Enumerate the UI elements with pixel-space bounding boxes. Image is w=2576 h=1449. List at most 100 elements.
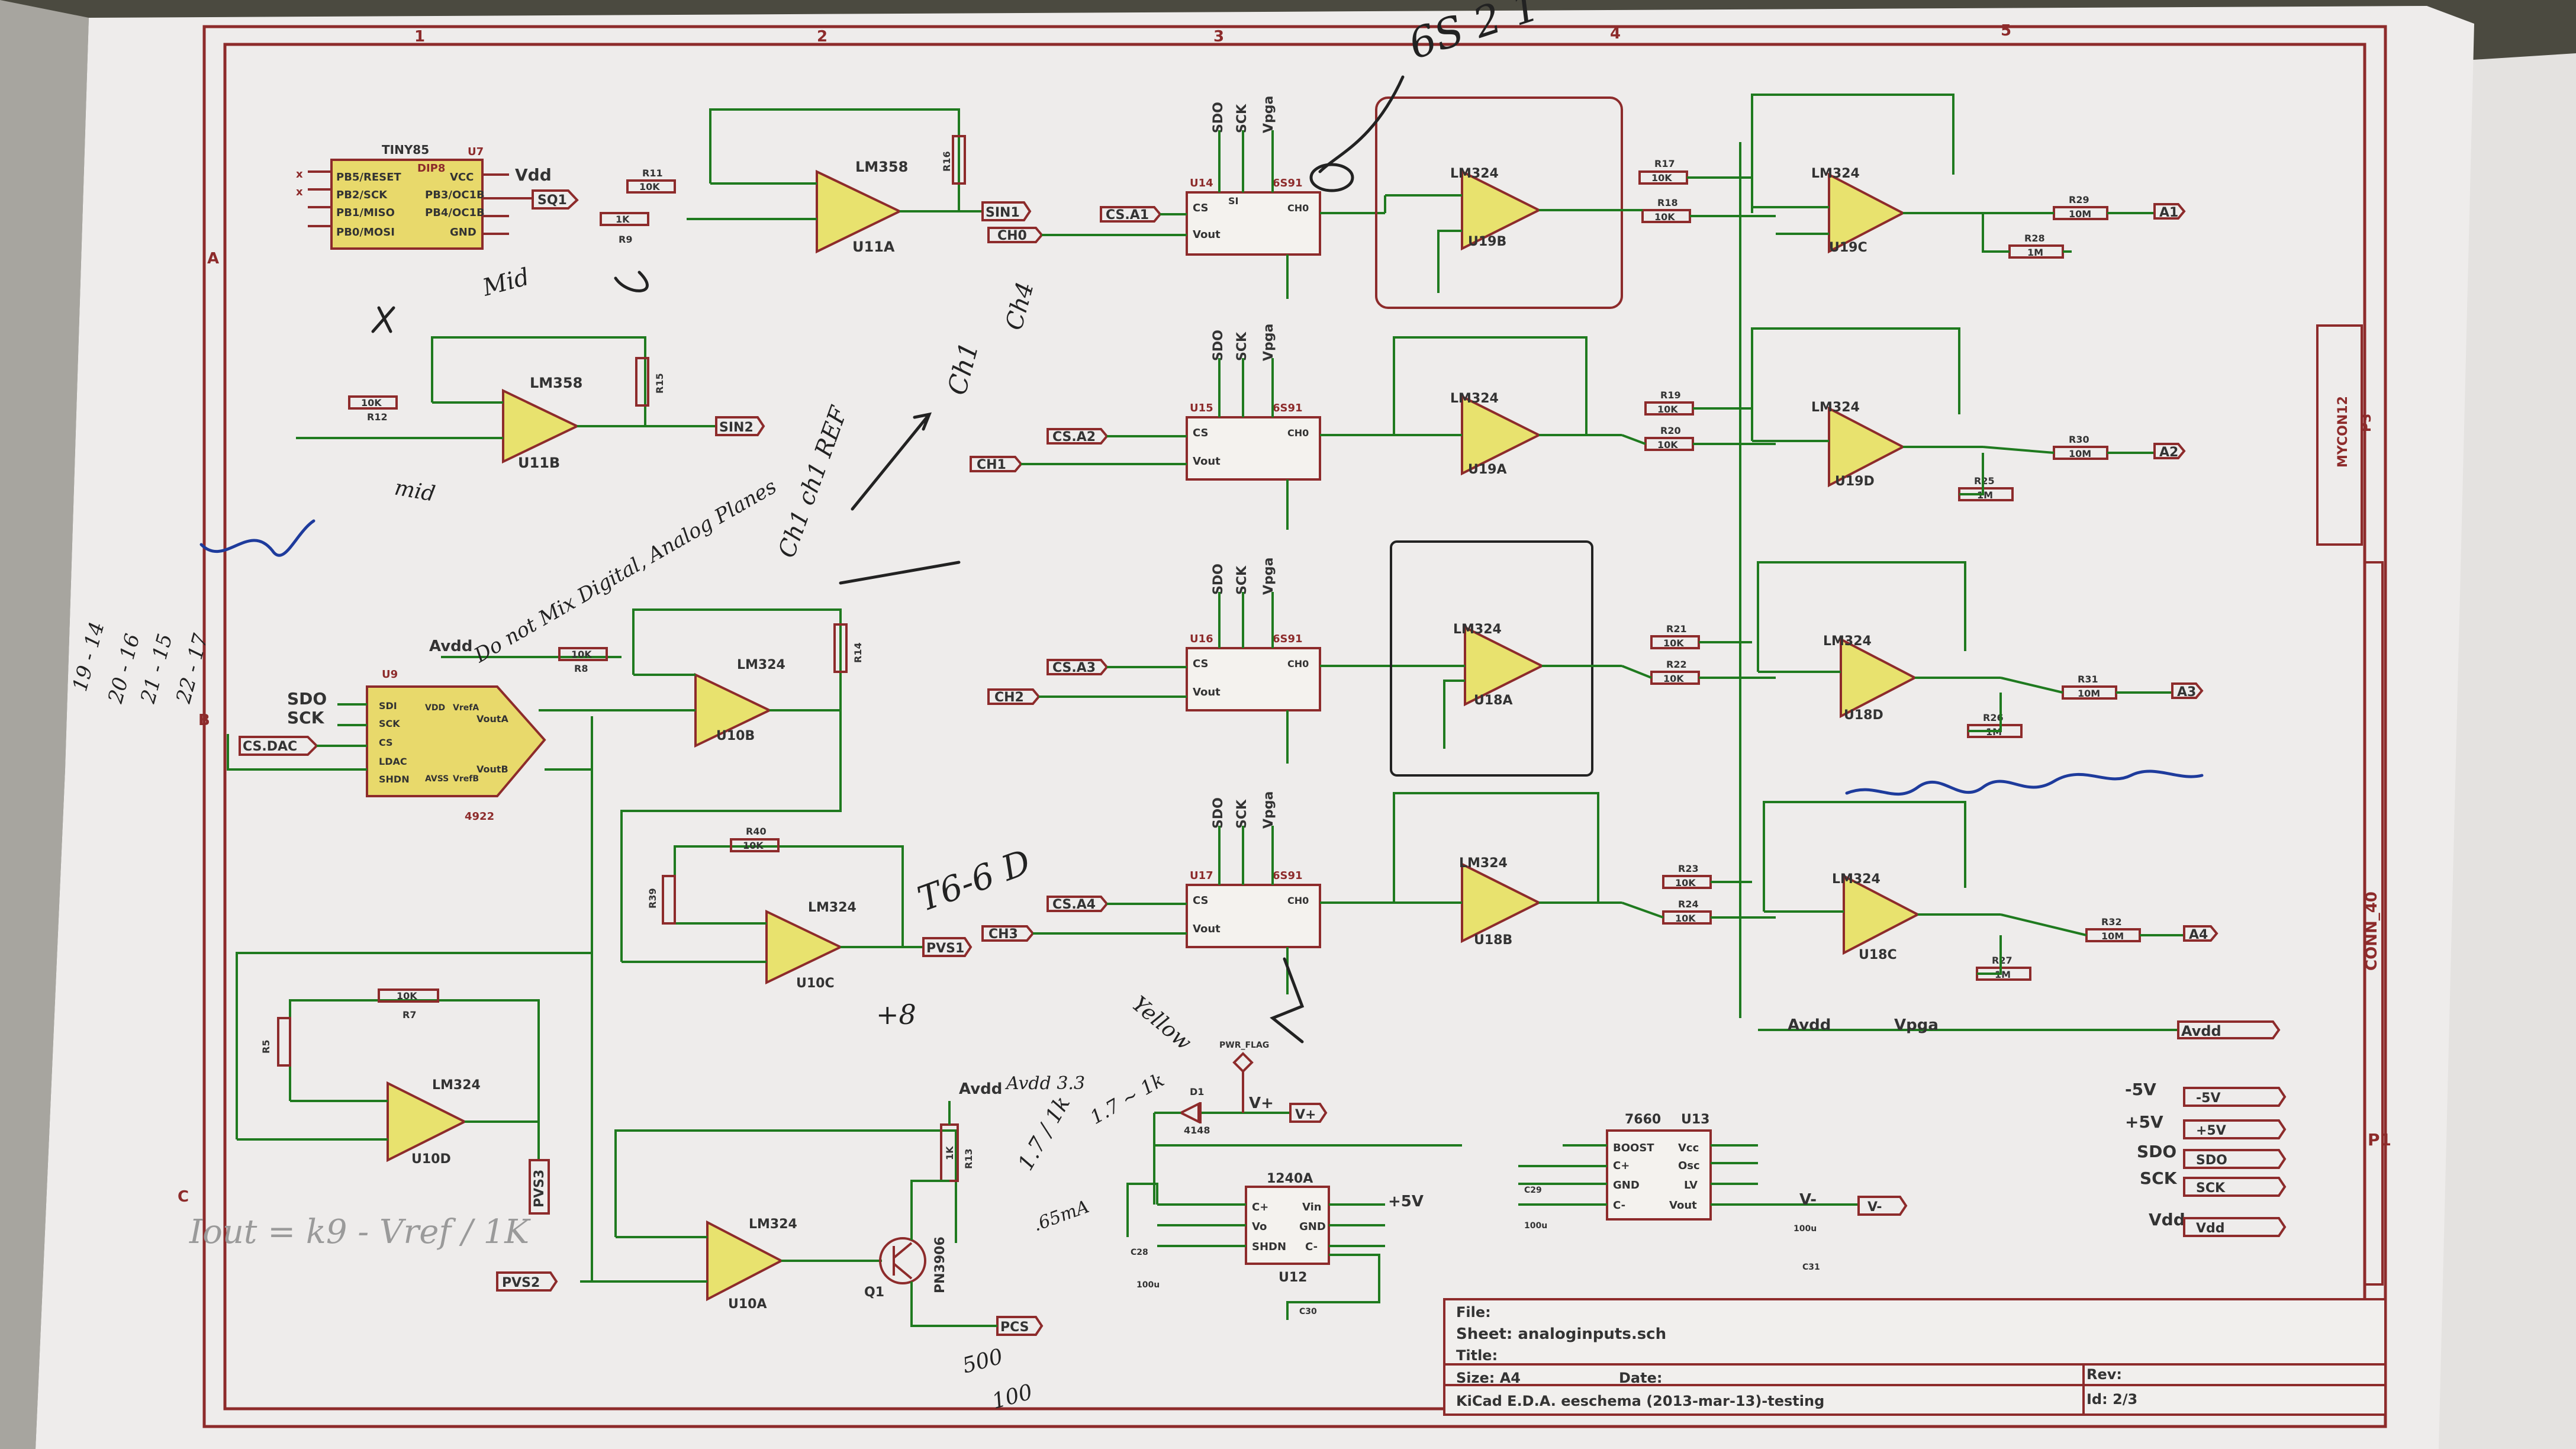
power-flags: -5V -5V +5V +5V SDO SDO SCK SCK Vdd Vdd bbox=[2125, 1080, 2287, 1237]
svg-text:Id: 2/3: Id: 2/3 bbox=[2086, 1391, 2137, 1408]
svg-text:V-: V- bbox=[1867, 1200, 1882, 1215]
svg-text:10K: 10K bbox=[1654, 211, 1675, 223]
svg-text:Sheet: analoginputs.sch: Sheet: analoginputs.sch bbox=[1456, 1325, 1666, 1343]
svg-text:10M: 10M bbox=[2069, 448, 2091, 459]
svg-text:SHDN: SHDN bbox=[1252, 1241, 1286, 1253]
opamp-u18d: LM324 U18D bbox=[1757, 561, 2001, 723]
svg-text:4922: 4922 bbox=[465, 810, 494, 823]
svg-text:A3: A3 bbox=[2177, 685, 2196, 700]
svg-text:PB2/SCK: PB2/SCK bbox=[336, 189, 388, 201]
svg-text:R14: R14 bbox=[852, 642, 864, 663]
svg-text:SDO: SDO bbox=[1211, 564, 1226, 595]
svg-text:SCK: SCK bbox=[1235, 565, 1250, 595]
svg-text:100u: 100u bbox=[1793, 1224, 1817, 1234]
svg-text:PVS3: PVS3 bbox=[532, 1170, 547, 1208]
svg-text:Size: A4: Size: A4 bbox=[1456, 1370, 1521, 1386]
svg-text:6S91: 6S91 bbox=[1273, 633, 1303, 645]
svg-text:VoutB: VoutB bbox=[476, 764, 508, 775]
svg-text:R5: R5 bbox=[260, 1040, 272, 1054]
svg-text:1K: 1K bbox=[944, 1146, 955, 1160]
svg-text:100u: 100u bbox=[1136, 1280, 1160, 1290]
svg-text:LM324: LM324 bbox=[1832, 872, 1881, 887]
svg-text:-5V: -5V bbox=[2196, 1091, 2220, 1106]
svg-text:Rev:: Rev: bbox=[2086, 1366, 2122, 1383]
pga-u15: U15 6S91 CS Vout CH0 CS.A2 CH1 SDO SCK V… bbox=[970, 324, 1394, 530]
opamp-u10c: LM324 U10C bbox=[620, 710, 923, 991]
svg-text:R24: R24 bbox=[1678, 899, 1699, 910]
svg-text:SCK: SCK bbox=[1235, 799, 1250, 829]
svg-text:V+: V+ bbox=[1249, 1094, 1274, 1112]
svg-text:Vpga: Vpga bbox=[1261, 324, 1276, 361]
svg-text:R27: R27 bbox=[1992, 955, 2012, 966]
svg-text:R30: R30 bbox=[2069, 434, 2089, 445]
svg-text:PVS1: PVS1 bbox=[926, 941, 964, 956]
svg-text:1M: 1M bbox=[1977, 490, 1993, 501]
svg-text:U18B: U18B bbox=[1474, 933, 1512, 948]
svg-text:LM324: LM324 bbox=[808, 900, 856, 915]
svg-text:10M: 10M bbox=[2101, 930, 2124, 942]
svg-text:3: 3 bbox=[1213, 28, 1224, 46]
svg-text:A1: A1 bbox=[2159, 205, 2178, 220]
svg-text:R21: R21 bbox=[1666, 623, 1687, 635]
svg-text:R16: R16 bbox=[941, 151, 952, 172]
svg-text:10K: 10K bbox=[639, 181, 660, 192]
svg-text:CS.DAC: CS.DAC bbox=[243, 739, 297, 754]
opamp-u18a: LM324 U18A bbox=[1390, 540, 1622, 777]
svg-text:CONN_40: CONN_40 bbox=[2363, 891, 2381, 971]
avdd-vpga-bus: Avdd Vpga Avdd bbox=[1758, 1016, 2281, 1039]
transistor-q1: Q1 PN3906 R13 1K Avdd bbox=[864, 1080, 1002, 1327]
svg-text:R28: R28 bbox=[2024, 233, 2045, 244]
svg-text:VCC: VCC bbox=[450, 171, 474, 183]
opamp-u18b: LM324 U18B bbox=[1393, 792, 1622, 948]
svg-text:LM324: LM324 bbox=[1450, 166, 1499, 181]
svg-text:R18: R18 bbox=[1657, 197, 1678, 208]
svg-text:SDO: SDO bbox=[1211, 797, 1226, 829]
svg-text:Osc: Osc bbox=[1678, 1160, 1700, 1172]
svg-text:DIP8: DIP8 bbox=[417, 162, 445, 175]
svg-text:PB5/RESET: PB5/RESET bbox=[336, 171, 401, 183]
svg-text:7660: 7660 bbox=[1625, 1112, 1661, 1127]
svg-text:VDD: VDD bbox=[425, 703, 445, 713]
svg-text:Vpga: Vpga bbox=[1261, 558, 1276, 595]
opamp-u10d: LM324 U10D bbox=[236, 952, 592, 1167]
svg-text:PB0/MOSI: PB0/MOSI bbox=[336, 226, 395, 239]
svg-text:LDAC: LDAC bbox=[379, 756, 407, 767]
svg-text:Vin: Vin bbox=[1302, 1201, 1322, 1213]
svg-text:U13: U13 bbox=[1681, 1112, 1709, 1127]
svg-text:SHDN: SHDN bbox=[379, 774, 410, 785]
svg-text:R19: R19 bbox=[1660, 389, 1681, 401]
svg-text:MYCON12: MYCON12 bbox=[2336, 396, 2350, 468]
svg-text:LM324: LM324 bbox=[1459, 856, 1508, 871]
svg-text:Vout: Vout bbox=[1193, 923, 1221, 935]
svg-text:CS: CS bbox=[379, 737, 393, 748]
svg-text:+8: +8 bbox=[876, 999, 916, 1031]
svg-text:Vout: Vout bbox=[1669, 1199, 1697, 1212]
svg-text:LV: LV bbox=[1684, 1179, 1698, 1192]
svg-text:LM324: LM324 bbox=[1453, 622, 1502, 637]
svg-text:R13: R13 bbox=[963, 1148, 974, 1169]
connectors: CONN_40 P1 MYCON12 P3 bbox=[2316, 324, 2391, 1286]
svg-text:10K: 10K bbox=[1675, 877, 1696, 888]
svg-text:R17: R17 bbox=[1654, 158, 1675, 169]
svg-text:VoutA: VoutA bbox=[476, 713, 509, 724]
svg-text:VrefB: VrefB bbox=[453, 774, 479, 784]
svg-text:A: A bbox=[207, 250, 219, 268]
svg-text:Avdd: Avdd bbox=[429, 637, 472, 655]
svg-text:C31: C31 bbox=[1802, 1263, 1820, 1272]
svg-text:CH0: CH0 bbox=[1287, 427, 1309, 439]
svg-text:6S91: 6S91 bbox=[1273, 402, 1303, 414]
svg-text:PCS: PCS bbox=[1000, 1320, 1029, 1335]
svg-text:U10B: U10B bbox=[716, 729, 755, 743]
opamp-u19d: LM324 U19D bbox=[1751, 327, 1983, 489]
svg-text:SDO: SDO bbox=[2137, 1142, 2176, 1161]
svg-text:P3: P3 bbox=[2359, 414, 2374, 432]
svg-text:CS: CS bbox=[1193, 894, 1209, 907]
svg-text:Vdd: Vdd bbox=[2196, 1221, 2225, 1236]
svg-text:LM324: LM324 bbox=[749, 1217, 797, 1232]
svg-text:U10C: U10C bbox=[796, 976, 835, 991]
svg-text:LM358: LM358 bbox=[530, 375, 582, 391]
svg-text:PVS2: PVS2 bbox=[502, 1276, 540, 1290]
svg-text:1: 1 bbox=[414, 28, 425, 46]
